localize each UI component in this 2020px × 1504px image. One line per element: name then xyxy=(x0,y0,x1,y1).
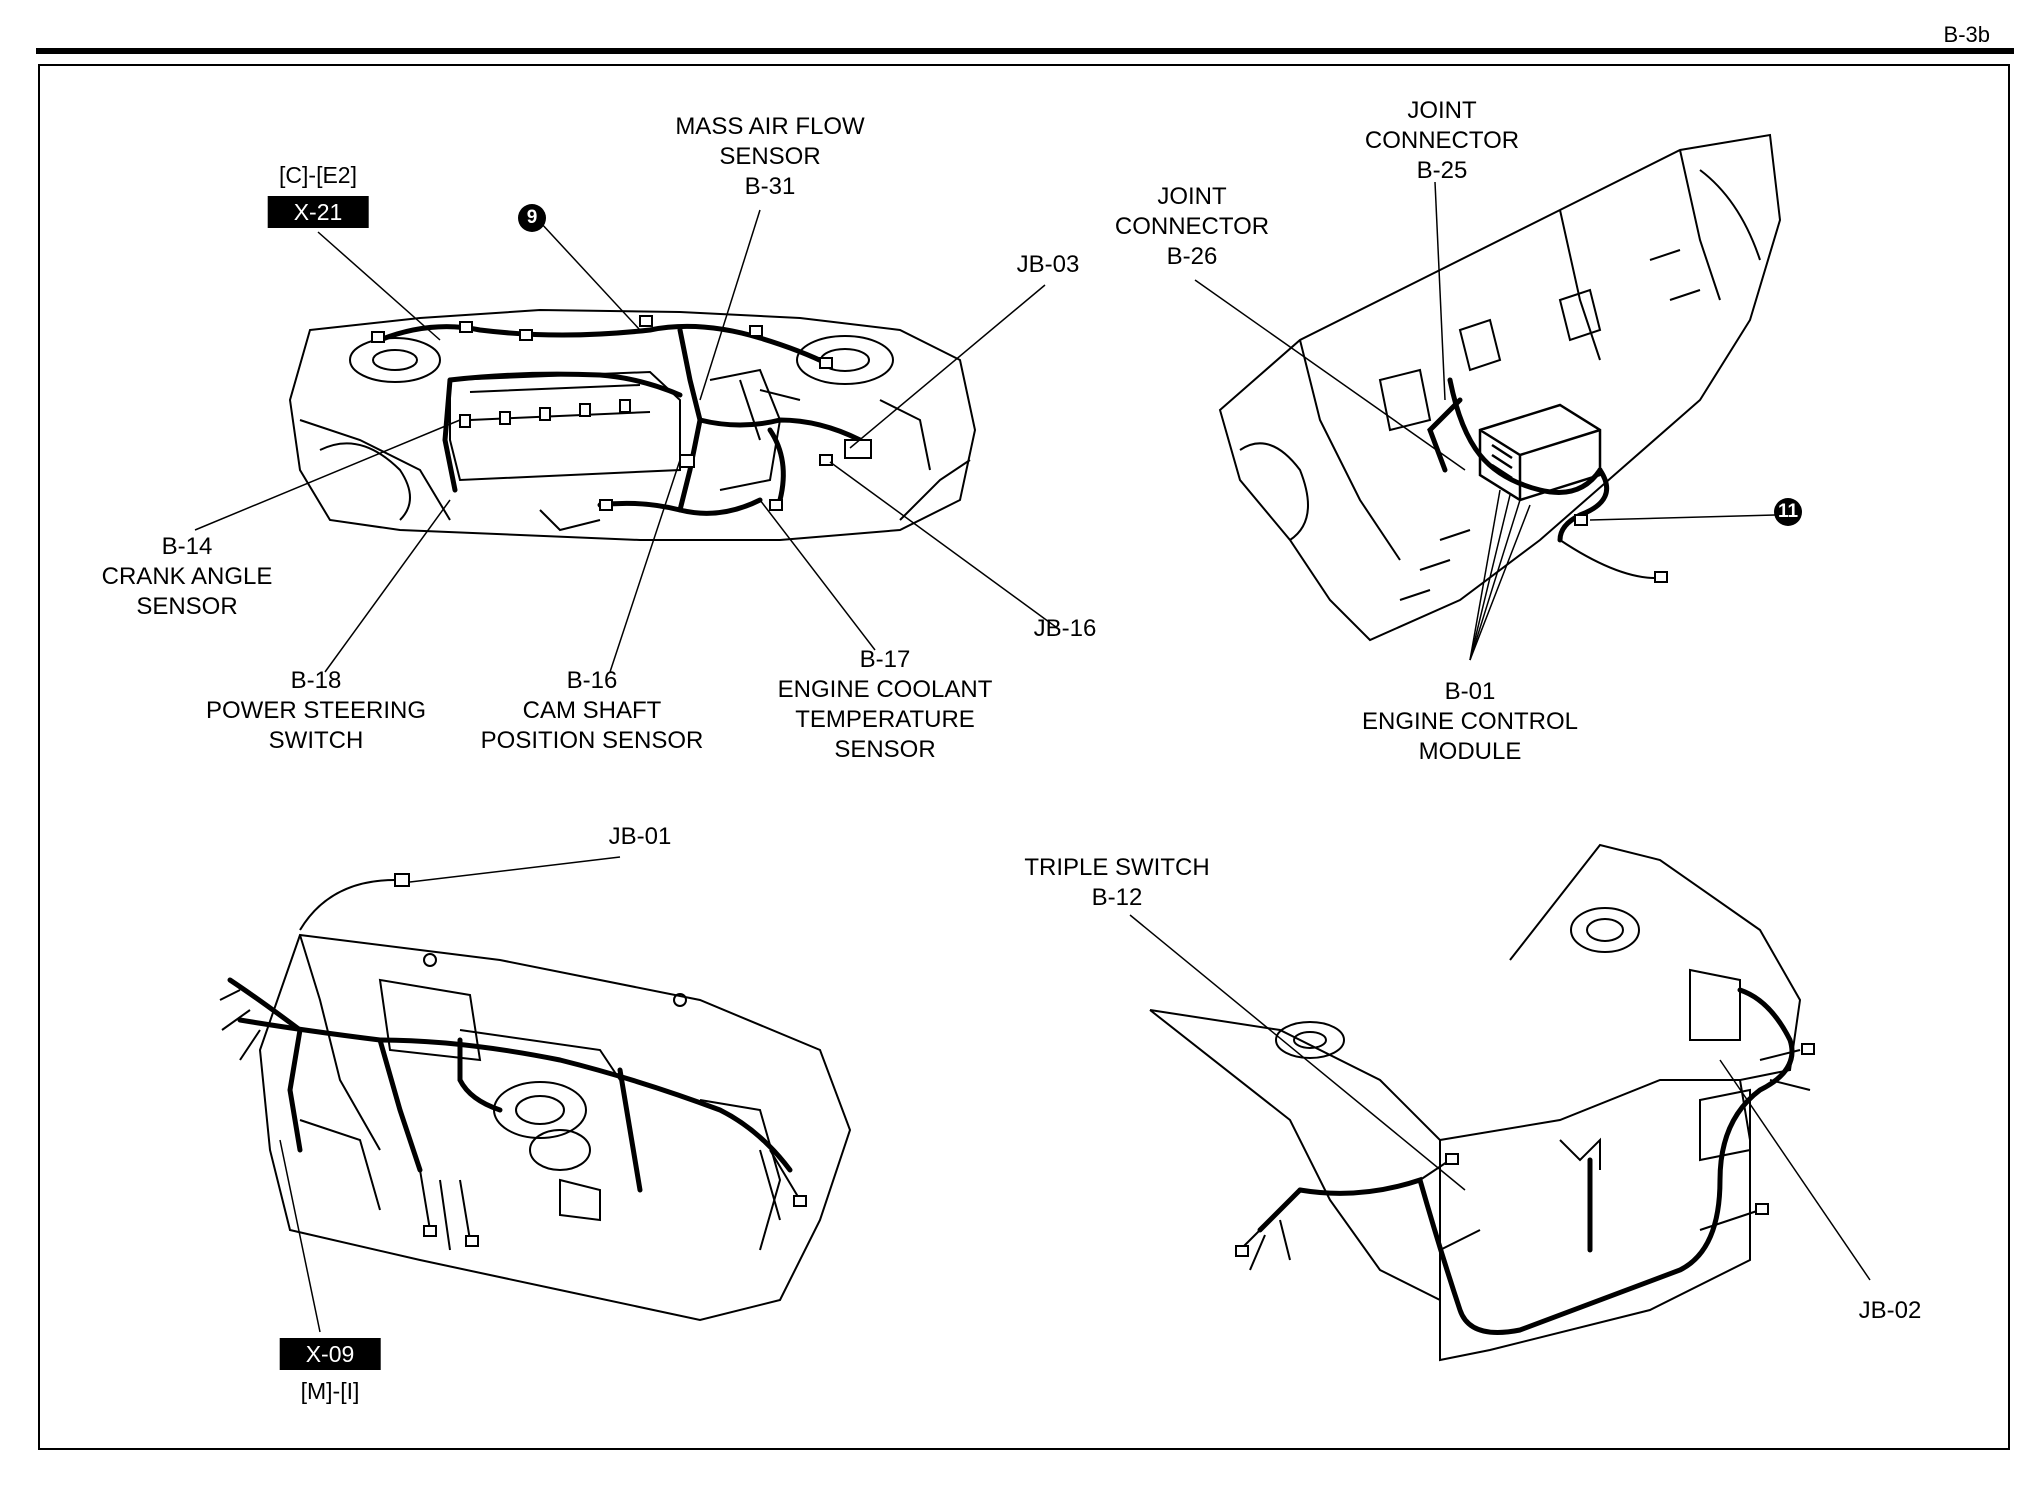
label-jb-03: JB-03 xyxy=(1016,251,1080,278)
diagram-frame xyxy=(38,64,2010,1450)
callout-11: 11 xyxy=(1774,498,1802,526)
dashboard-leads xyxy=(219,873,807,1251)
label-jb-02: JB-02 xyxy=(1858,1297,1922,1324)
x09-badge: X-09 xyxy=(279,1338,381,1370)
ecm-leads xyxy=(1559,514,1668,583)
header-rule xyxy=(36,48,2014,54)
engine-connectors xyxy=(371,315,872,511)
label-jb-01: JB-01 xyxy=(608,823,672,850)
firewall-drawing xyxy=(1218,133,1782,642)
front-end-harness xyxy=(1257,987,1795,1335)
engine-harness xyxy=(377,323,863,516)
page-code: B-3b xyxy=(1943,22,1990,47)
dashboard-drawing xyxy=(258,933,852,1322)
front-end-leads xyxy=(1235,1043,1815,1271)
x21-badge: X-21 xyxy=(267,196,369,228)
callout-9: 9 xyxy=(518,204,546,232)
leader-lines xyxy=(194,181,1871,1333)
x09-reference: [M]-[I] xyxy=(300,1378,360,1404)
dashboard-harness xyxy=(227,977,793,1193)
x21-reference: [C]-[E2] xyxy=(279,162,357,188)
label-jb-16: JB-16 xyxy=(1033,615,1097,642)
front-end-drawing xyxy=(1149,843,1802,1362)
